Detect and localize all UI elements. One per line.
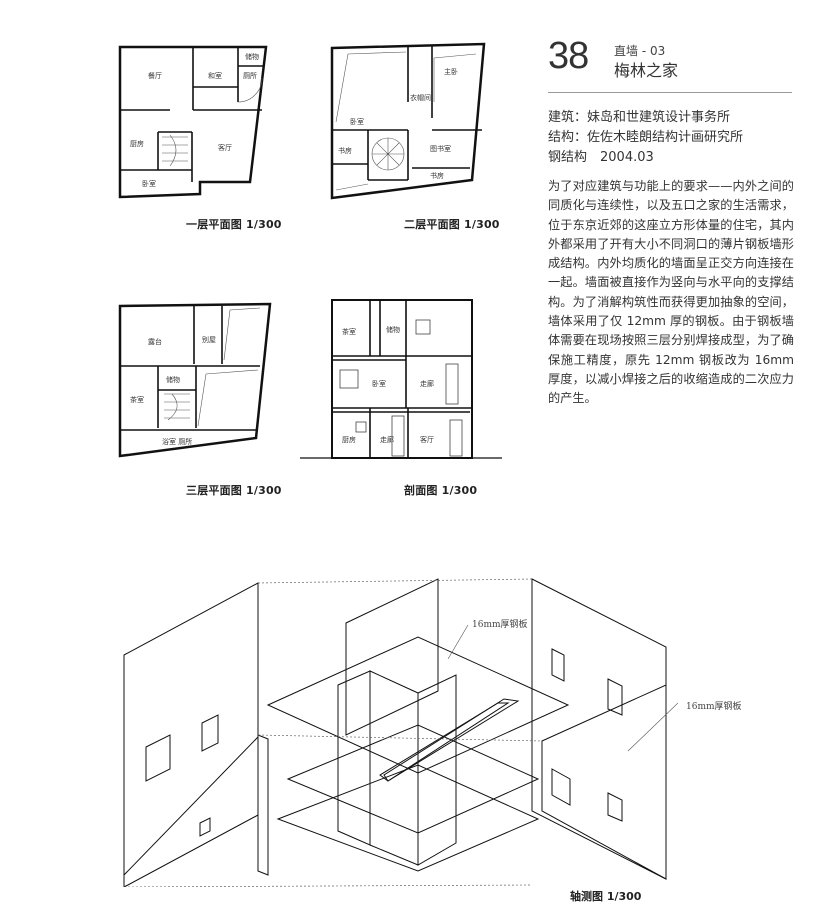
room-bedroom: 卧室 — [142, 179, 156, 188]
room-annex: 别屋 — [202, 335, 216, 344]
room-dining: 餐厅 — [148, 71, 162, 80]
room-study-left: 书房 — [338, 146, 352, 155]
project-category: 直墙 - 03 — [614, 44, 666, 58]
room-storage: 储物 — [245, 52, 259, 61]
room-study-bottom: 书房 — [430, 171, 444, 180]
section-bedroom: 卧室 — [372, 379, 386, 388]
room-terrace: 露台 — [148, 337, 162, 346]
section-corridor-low: 走廊 — [380, 435, 394, 444]
room-bath-toilet: 浴室 厕所 — [162, 437, 192, 446]
project-number: 38 — [548, 35, 589, 77]
section-corridor-mid: 走廊 — [420, 379, 434, 388]
axonometric-caption: 轴测图 1/300 — [570, 890, 642, 903]
credit-architect: 建筑：妹岛和世建筑设计事务所 — [548, 110, 731, 125]
second-floor-plan: 主卧 衣帽间 卧室 书房 图书室 书房 — [322, 40, 492, 205]
room-living: 客厅 — [218, 143, 232, 152]
room-master: 主卧 — [444, 67, 458, 76]
label-outer-steel-plate: 16mm厚钢板 — [686, 702, 742, 712]
third-floor-plan: 露台 别屋 储物 茶室 浴室 厕所 — [110, 298, 280, 463]
label-inner-steel-plate: 16mm厚钢板 — [472, 620, 528, 630]
second-floor-caption: 二层平面图 1/300 — [404, 218, 500, 231]
section-drawing: 茶室 储物 卧室 走廊 厨房 走廊 客厅 — [296, 296, 506, 464]
room-bedroom: 卧室 — [350, 117, 364, 126]
section-storage: 储物 — [386, 325, 400, 334]
section-living: 客厅 — [420, 435, 434, 444]
room-tea: 茶室 — [130, 395, 144, 404]
section-tea: 茶室 — [342, 327, 356, 336]
room-japanese: 和室 — [208, 71, 222, 80]
project-title: 梅林之家 — [614, 61, 679, 80]
credit-system-date: 钢结构 2004.03 — [548, 150, 654, 165]
room-closet: 衣帽间 — [410, 93, 431, 102]
description-text: 为了对应建筑与功能上的要求——内外之间的同质化与连续性，以及五口之家的生活需求，… — [548, 179, 794, 406]
room-kitchen: 厨房 — [130, 139, 144, 148]
third-floor-caption: 三层平面图 1/300 — [186, 484, 282, 497]
room-storage: 储物 — [166, 375, 180, 384]
credit-structure: 结构：佐佐木睦朗结构计画研究所 — [548, 130, 744, 145]
section-kitchen: 厨房 — [342, 435, 356, 444]
room-library: 图书室 — [430, 144, 451, 153]
axonometric-drawing — [118, 575, 679, 891]
first-floor-caption: 一层平面图 1/300 — [186, 218, 282, 231]
first-floor-plan: 餐厅 和室 储物 厕所 厨房 客厅 卧室 — [110, 42, 280, 202]
room-toilet: 厕所 — [243, 71, 257, 80]
header-divider — [548, 92, 792, 93]
section-caption: 剖面图 1/300 — [404, 484, 478, 497]
